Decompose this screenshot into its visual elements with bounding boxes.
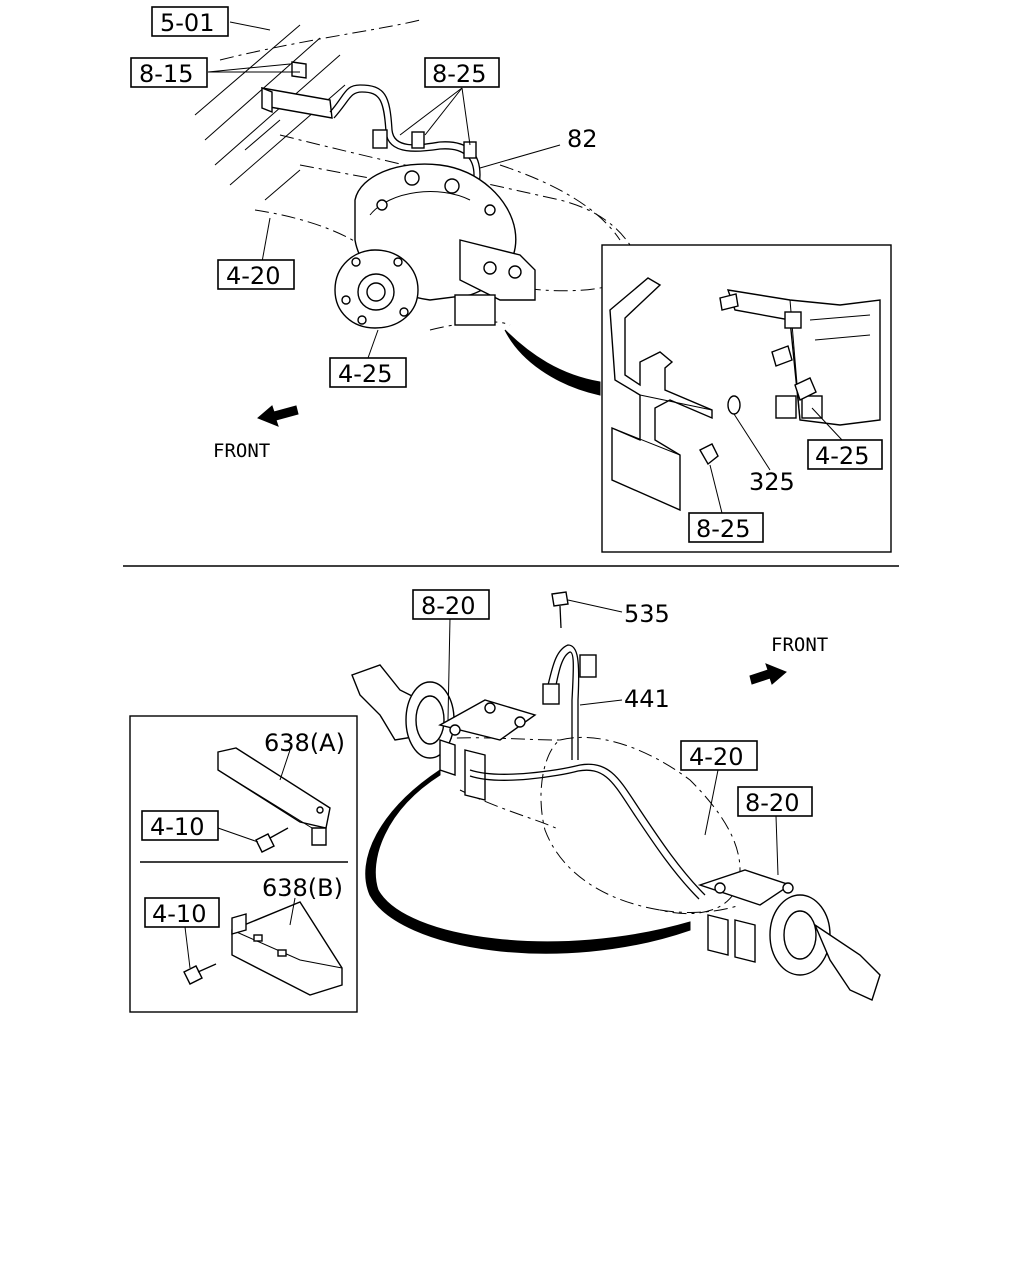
ref-8-25-top[interactable]: 8-25 (424, 57, 500, 88)
inset-view: 638(A) 4-10 638(B) 4-10 (129, 715, 358, 1013)
front-label: FRONT (213, 440, 270, 462)
part-535[interactable]: 535 (624, 600, 670, 628)
ref-8-20-right-text: 8-20 (745, 789, 799, 817)
front-arrow-icon (257, 405, 299, 427)
ref-4-10-b-text: 4-10 (152, 900, 206, 928)
ref-4-10-b[interactable]: 4-10 (144, 897, 220, 928)
ref-8-25-top-text: 8-25 (432, 60, 486, 88)
detail-callout-swoosh (504, 329, 601, 396)
part-82[interactable]: 82 (567, 125, 598, 153)
ref-8-25-detail-text: 8-25 (696, 515, 750, 543)
bottom-view: FRONT 8-20 535 441 4-20 8-20 (351, 589, 881, 1001)
ref-4-20-top[interactable]: 4-20 (217, 259, 295, 290)
top-view: FRONT 5-01 8-15 8-25 82 4-20 4-25 (130, 6, 631, 462)
ref-4-25-detail-text: 4-25 (815, 442, 869, 470)
ref-4-25-top-text: 4-25 (338, 360, 392, 388)
front-arrow-icon (749, 663, 787, 685)
differential (334, 163, 536, 329)
part-638a[interactable]: 638(A) (264, 729, 345, 757)
ref-5-01-text: 5-01 (160, 9, 214, 37)
ref-8-15[interactable]: 8-15 (130, 57, 208, 88)
front-label: FRONT (771, 634, 828, 656)
ref-8-20-right[interactable]: 8-20 (737, 786, 813, 817)
ref-8-20-left-text: 8-20 (421, 592, 475, 620)
ref-4-25-detail[interactable]: 4-25 (807, 439, 883, 470)
part-638b[interactable]: 638(B) (262, 874, 343, 902)
top-leaders (207, 21, 561, 359)
ref-4-10-a[interactable]: 4-10 (141, 810, 219, 841)
ref-8-25-detail[interactable]: 8-25 (688, 512, 764, 543)
ref-4-25-top[interactable]: 4-25 (329, 357, 407, 388)
ref-4-10-a-text: 4-10 (150, 813, 204, 841)
detail-view: 325 4-25 8-25 (601, 244, 892, 553)
ref-4-20-bottom-text: 4-20 (689, 743, 743, 771)
part-441[interactable]: 441 (624, 685, 670, 713)
hose-bracket (261, 61, 333, 119)
ref-4-20-bottom[interactable]: 4-20 (680, 740, 758, 771)
ref-8-15-text: 8-15 (139, 60, 193, 88)
ref-4-20-top-text: 4-20 (226, 262, 280, 290)
part-325[interactable]: 325 (749, 468, 795, 496)
ref-8-20-left[interactable]: 8-20 (412, 589, 490, 620)
inset-callout-swoosh (365, 769, 691, 954)
ref-5-01[interactable]: 5-01 (151, 6, 229, 37)
